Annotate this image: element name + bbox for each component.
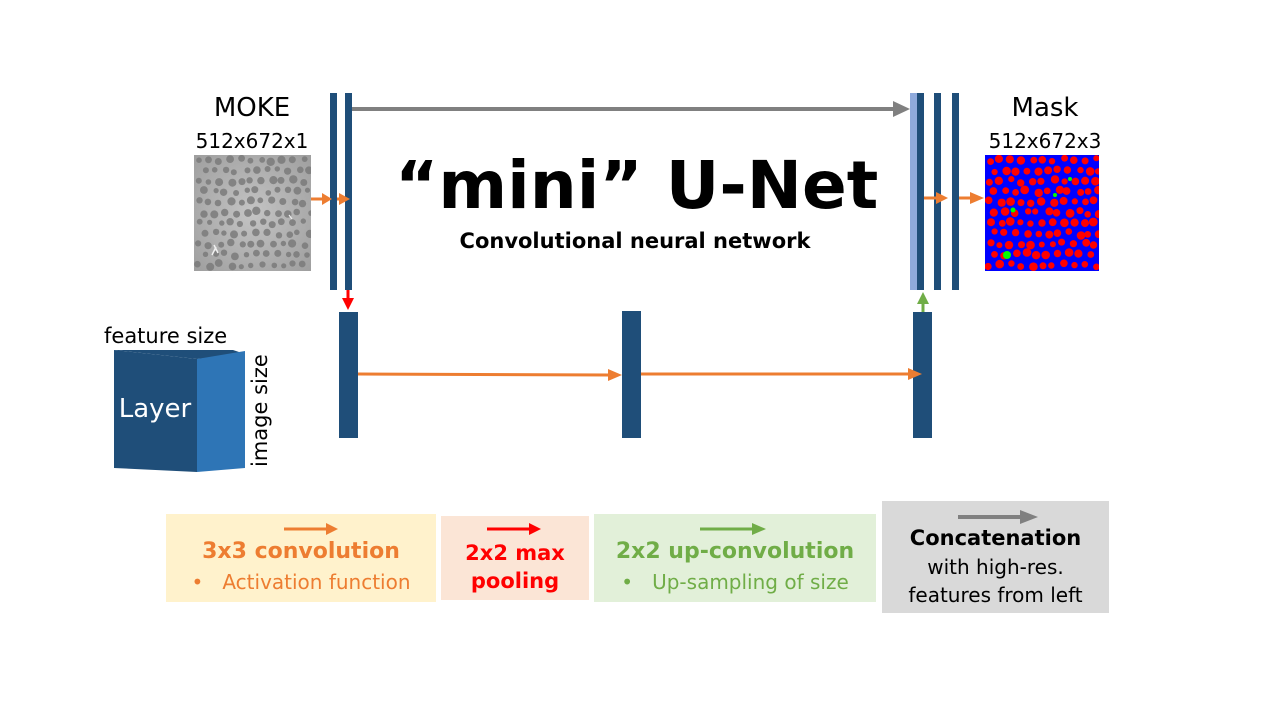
decoder-layer-bar-2 <box>934 93 941 290</box>
bullet-dot-icon: • <box>191 570 223 594</box>
legend-up-convolution-bullet-text: Up-sampling of size <box>652 570 849 594</box>
decoder-convolution-arrow-1 <box>924 192 948 204</box>
encoder-layer-bar-1 <box>330 93 337 290</box>
max-pooling-arrow <box>342 290 354 310</box>
decoder-layer-bar-1 <box>917 93 924 290</box>
output-image-dims: 512x672x3 <box>988 129 1102 153</box>
legend-concatenation-title: Concatenation <box>909 526 1082 550</box>
mask-output-image <box>985 155 1099 271</box>
diagram-subtitle: Convolutional neural network <box>459 229 811 253</box>
moke-input-image <box>194 155 311 271</box>
bottleneck-layer-bar <box>622 311 641 438</box>
encoder-convolution-arrow <box>337 193 350 205</box>
output-convolution-arrow <box>959 192 984 204</box>
diagram-title: “mini” U-Net <box>395 147 879 224</box>
legend-concatenation-line3: features from left <box>908 583 1083 607</box>
legend-concatenation: Concatenation with high-res. features fr… <box>882 501 1109 613</box>
up-convolution-arrow-icon <box>700 523 766 535</box>
legend-max-pooling-title-line1: 2x2 max <box>465 541 565 565</box>
encoder-layer-bar-2 <box>345 93 352 290</box>
legend-convolution-bullet: • Activation function <box>166 568 436 596</box>
concatenation-arrow-icon <box>958 510 1038 524</box>
feature-size-label: feature size <box>104 324 228 348</box>
image-size-label: image size <box>248 354 272 467</box>
legend-concatenation-line2: with high-res. <box>927 555 1064 579</box>
layer-cube-label: Layer <box>118 394 192 424</box>
concatenation-arrow <box>352 101 910 117</box>
decoder-layer-bar-3 <box>952 93 959 290</box>
output-image-label: Mask <box>1011 93 1079 123</box>
legend-max-pooling: 2x2 max pooling <box>441 516 589 600</box>
up-convolution-arrow <box>917 292 929 312</box>
input-convolution-arrow <box>311 193 332 205</box>
max-pooling-arrow-icon <box>487 523 541 535</box>
layer-cube-icon <box>114 350 245 472</box>
legend-convolution-title: 3x3 convolution <box>202 539 400 564</box>
legend-up-convolution-title: 2x2 up-convolution <box>615 539 855 564</box>
pre-upconv-layer-bar <box>913 312 932 438</box>
legend-up-convolution: 2x2 up-convolution • Up-sampling of size <box>594 514 876 602</box>
input-image-label: MOKE <box>213 93 291 123</box>
legend-convolution: 3x3 convolution • Activation function <box>166 514 436 602</box>
convolution-arrow-icon <box>284 523 338 535</box>
bullet-dot-icon: • <box>621 570 653 594</box>
legend-convolution-bullet-text: Activation function <box>222 570 411 594</box>
input-image-dims: 512x672x1 <box>195 129 309 153</box>
legend-up-convolution-bullet: • Up-sampling of size <box>594 568 876 596</box>
pooled-layer-bar <box>339 312 358 438</box>
bottom-convolution-arrow-1 <box>357 369 622 381</box>
concatenated-layer-bar <box>910 93 917 290</box>
bottom-convolution-arrow-2 <box>641 368 922 380</box>
legend-max-pooling-title-line2: pooling <box>470 569 560 593</box>
